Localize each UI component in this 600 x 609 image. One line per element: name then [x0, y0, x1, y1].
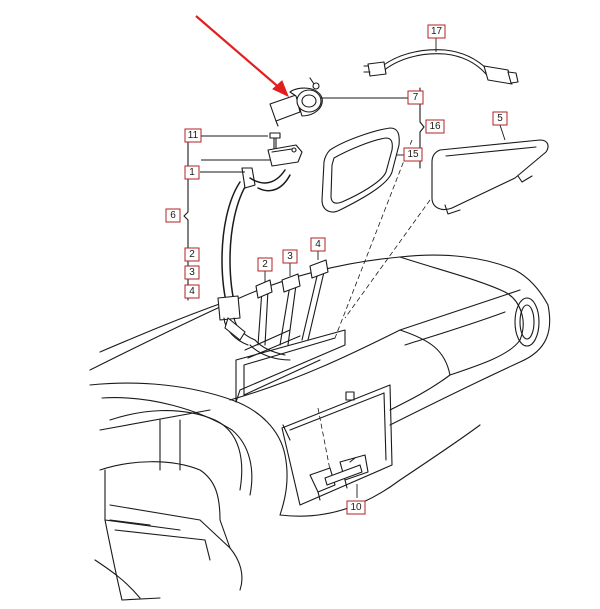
callout-2-connector: 2 — [257, 257, 273, 272]
cover-part-5 — [431, 139, 549, 215]
usb-cable-part-17 — [363, 49, 519, 85]
callout-15: 15 — [403, 147, 423, 162]
cover-part-15 — [321, 127, 400, 213]
mount-plate — [267, 144, 303, 167]
callout-3-left: 3 — [184, 265, 200, 280]
callout-3-connector: 3 — [282, 249, 298, 264]
svg-text:15: 15 — [407, 149, 419, 160]
svg-text:6: 6 — [170, 210, 176, 221]
callout-11: 11 — [184, 128, 202, 143]
svg-text:1: 1 — [189, 167, 195, 178]
placement-lines — [317, 139, 431, 471]
svg-text:11: 11 — [188, 130, 199, 141]
svg-text:10: 10 — [350, 502, 362, 513]
callout-17: 17 — [427, 24, 446, 39]
svg-text:3: 3 — [189, 267, 195, 278]
callout-10: 10 — [346, 500, 366, 515]
leader-lines — [183, 38, 506, 498]
callout-1: 1 — [184, 165, 200, 180]
dashboard — [89, 254, 551, 601]
svg-text:2: 2 — [189, 249, 195, 260]
callout-4-connector: 4 — [310, 237, 326, 252]
callout-4-left: 4 — [184, 284, 200, 299]
svg-text:2: 2 — [262, 259, 268, 270]
bracket-part-10 — [309, 454, 369, 501]
svg-text:4: 4 — [315, 239, 321, 250]
callout-6: 6 — [165, 208, 181, 223]
svg-text:16: 16 — [429, 121, 441, 132]
callout-16: 16 — [425, 119, 445, 134]
svg-text:7: 7 — [413, 92, 419, 103]
svg-text:3: 3 — [287, 251, 293, 262]
screw-part-11 — [269, 132, 281, 151]
svg-text:17: 17 — [431, 26, 443, 37]
red-pointer-arrow — [195, 15, 289, 97]
svg-text:5: 5 — [497, 113, 503, 124]
callout-2-left: 2 — [184, 247, 200, 262]
callout-5: 5 — [492, 111, 508, 126]
callout-7: 7 — [407, 90, 424, 105]
socket-part-7 — [269, 77, 323, 127]
cable-part-1 — [217, 167, 329, 361]
svg-text:4: 4 — [189, 286, 195, 297]
